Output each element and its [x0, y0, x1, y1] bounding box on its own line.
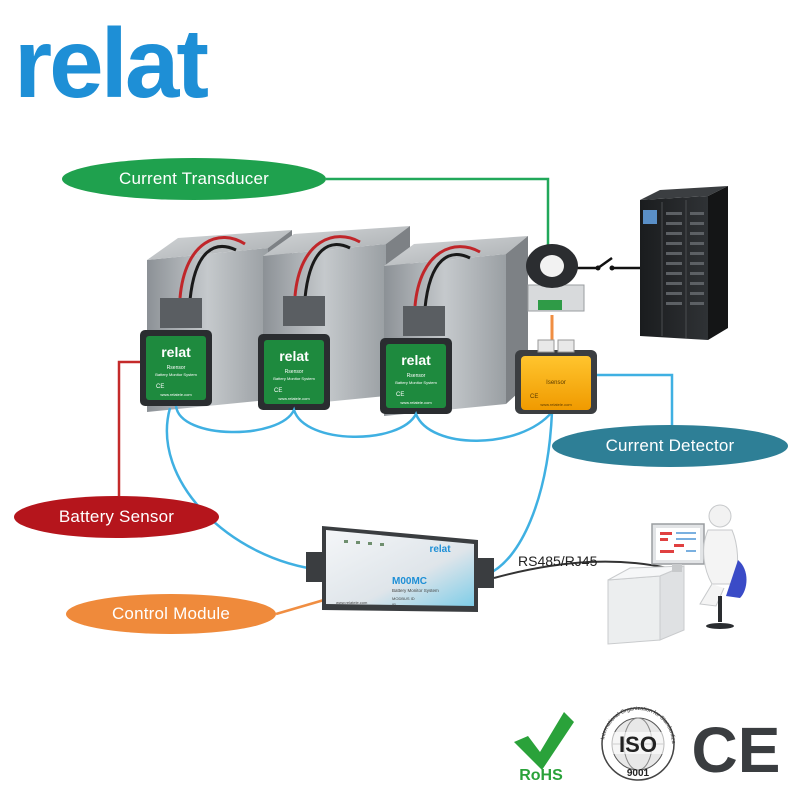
- sensor-icon: relat Rsensor Battery Monitor System CE …: [380, 338, 452, 414]
- module-field1: MODBUS ID: [392, 596, 415, 601]
- ups-cabinet-icon: [640, 186, 728, 340]
- rohs-label: RoHS: [519, 767, 563, 784]
- transducer-wire: [326, 177, 550, 252]
- current-transducer-label: Current Transducer: [62, 158, 326, 200]
- module-label-wire: [275, 598, 325, 616]
- sensor-ce: CE: [274, 388, 282, 394]
- switch-icon: [595, 265, 615, 271]
- sensor-ce: CE: [396, 392, 404, 398]
- battery-sensor-label: Battery Sensor: [14, 496, 219, 538]
- sensor-line2: Battery Monitor System: [273, 376, 315, 381]
- module-brand: relat: [429, 544, 451, 555]
- sensor-ce: CE: [156, 384, 164, 390]
- sensor-brand: relat: [161, 344, 191, 360]
- rohs-check-icon: RoHS: [514, 712, 574, 784]
- sensor-url: www.relatele.com: [278, 396, 310, 401]
- connection-label: RS485/RJ45: [518, 553, 598, 569]
- module-url: www.relatele.com: [336, 600, 368, 605]
- detector-to-module-wire: [487, 411, 554, 576]
- ce-mark-icon: CE: [692, 714, 781, 786]
- sensor-url: www.relatele.com: [160, 392, 192, 397]
- detector-label-wire: [597, 373, 674, 425]
- sensor-line2: Battery Monitor System: [155, 372, 197, 377]
- detector-url: www.relatele.com: [540, 402, 572, 407]
- current-detector-label: Current Detector: [552, 425, 788, 467]
- current-detector-icon: Isensor CE www.relatele.com: [515, 339, 597, 414]
- workstation-icon: [607, 504, 747, 645]
- rs485-cable: [493, 560, 677, 579]
- current-transducer-icon: [526, 244, 585, 312]
- ce-label: CE: [692, 714, 781, 786]
- sensor-line1: Rsensor: [167, 365, 186, 371]
- sensor-line1: Rsensor: [407, 373, 426, 379]
- sensor-brand: relat: [279, 348, 309, 364]
- sensor-bus-wire: [174, 405, 553, 442]
- iso-label: ISO: [619, 732, 657, 757]
- detector-model: Isensor: [546, 380, 566, 386]
- module-field2: IP: [392, 602, 396, 607]
- brand-logo: relat: [14, 8, 209, 118]
- control-module-label: Control Module: [66, 594, 276, 634]
- sensor-brand: relat: [401, 352, 431, 368]
- detector-ce: CE: [530, 394, 538, 400]
- sensor-label-wire: [117, 360, 144, 496]
- sensor-icon: relat Rsensor Battery Monitor System CE …: [258, 334, 330, 410]
- sensor-line1: Rsensor: [285, 369, 304, 375]
- control-module-icon: relat M00MC Battery Monitor System MODBU…: [306, 526, 494, 612]
- sensor-line2: Battery Monitor System: [395, 380, 437, 385]
- module-subtitle: Battery Monitor System: [392, 588, 439, 593]
- module-model: M00MC: [392, 576, 427, 587]
- iso-number: 9001: [627, 768, 650, 779]
- sensor-url: www.relatele.com: [400, 400, 432, 405]
- sensor-icon: relat Rsensor Battery Monitor System CE …: [140, 330, 212, 406]
